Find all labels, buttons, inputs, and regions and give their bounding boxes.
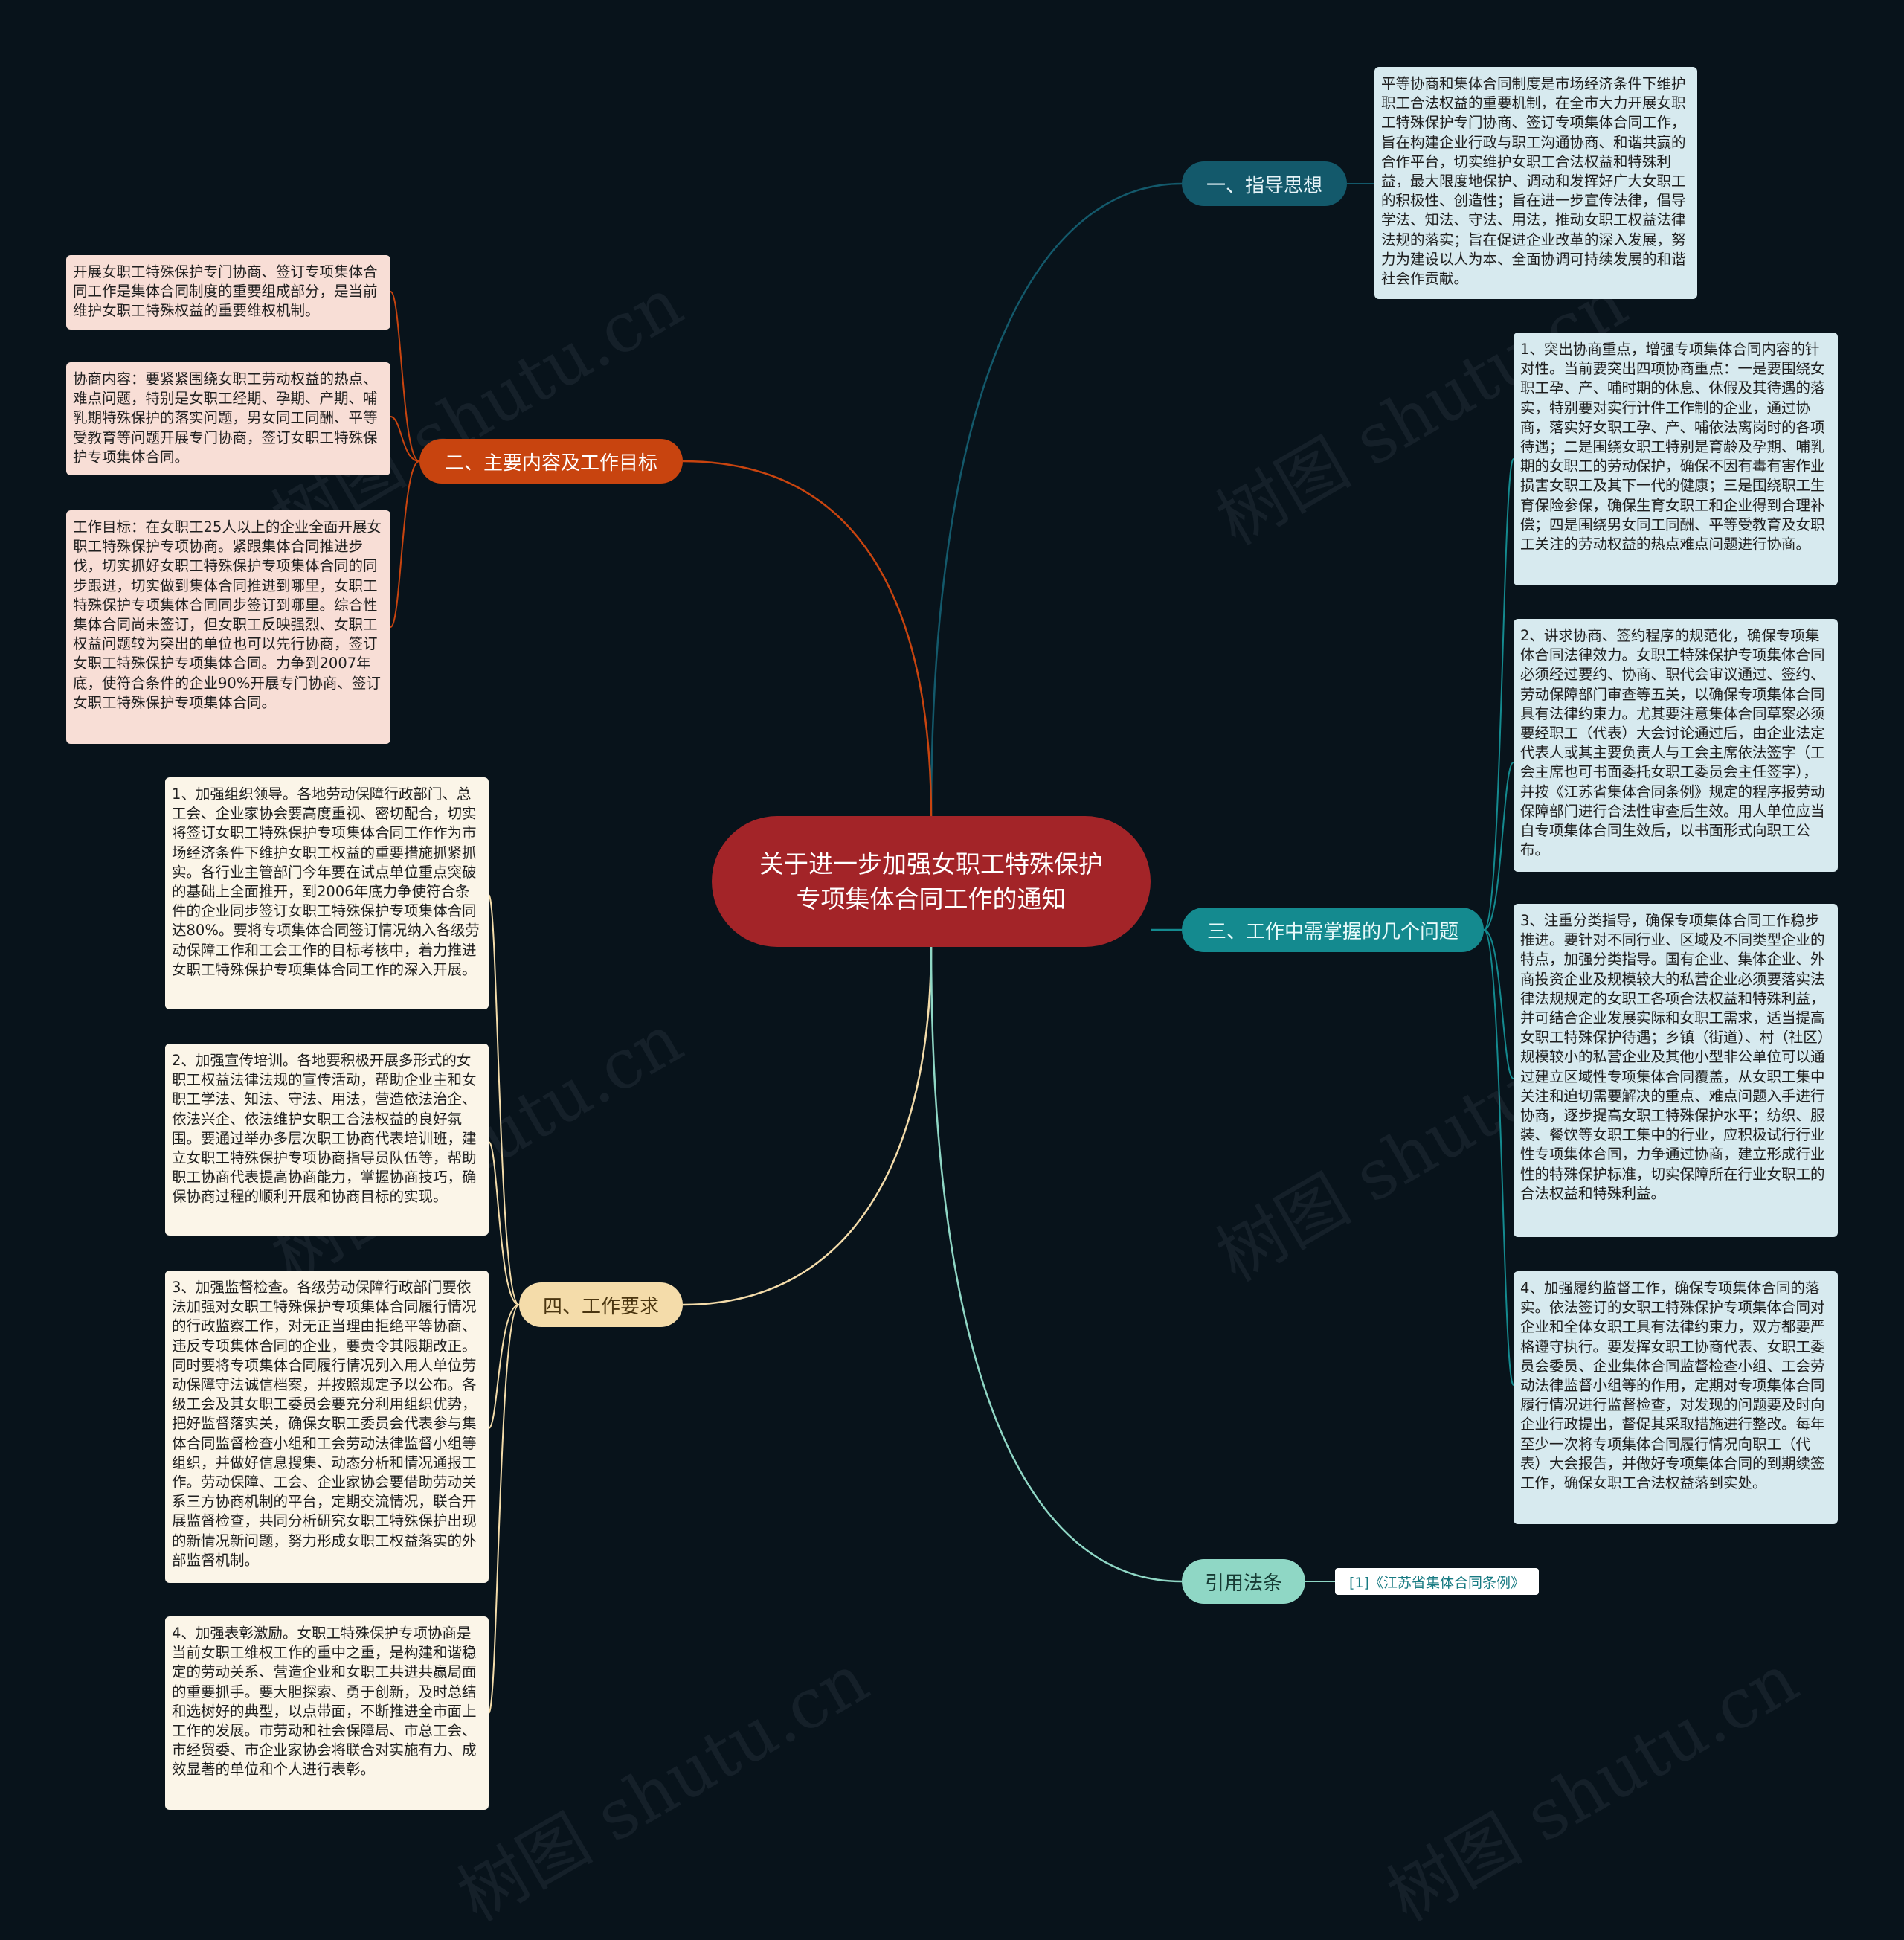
connector-requirements-leaf-3 xyxy=(488,1304,520,1429)
central-topic[interactable]: 关于进一步加强女职工特殊保护专项集体合同工作的通知 xyxy=(712,816,1151,947)
branch-label: 二、主要内容及工作目标 xyxy=(444,452,657,475)
branch-cited-regulations[interactable]: 引用法条 xyxy=(1182,1559,1305,1604)
connector-content-leaf-3 xyxy=(390,460,420,628)
connector-issues-leaf-2 xyxy=(1483,762,1514,931)
branch-label: 四、工作要求 xyxy=(542,1295,659,1318)
leaf-content-2: 协商内容：要紧紧围绕女职工劳动权益的热点、难点问题，特别是女职工经期、孕期、产期… xyxy=(66,362,390,475)
central-topic-title: 关于进一步加强女职工特殊保护专项集体合同工作的通知 xyxy=(759,849,1103,913)
reference-link[interactable]: [1]《江苏省集体合同条例》 xyxy=(1335,1568,1539,1595)
leaf-issue-2: 2、讲求协商、签约程序的规范化，确保专项集体合同法律效力。女职工特殊保护专项集体… xyxy=(1514,619,1838,872)
connector-requirements-leaf-4 xyxy=(488,1304,520,1714)
leaf-requirement-3: 3、加强监督检查。各级劳动保障行政部门要依法加强对女职工特殊保护专项集体合同履行… xyxy=(165,1271,489,1583)
branch-key-issues[interactable]: 三、工作中需掌握的几个问题 xyxy=(1182,908,1484,952)
connector-issues-leaf-1 xyxy=(1483,458,1514,931)
leaf-issue-3: 3、注重分类指导，确保专项集体合同工作稳步推进。要针对不同行业、区域及不同类型企… xyxy=(1514,904,1838,1237)
branch-label: 三、工作中需掌握的几个问题 xyxy=(1206,920,1458,943)
leaf-issue-4: 4、加强履约监督工作，确保专项集体合同的落实。依法签订的女职工特殊保护专项集体合… xyxy=(1514,1271,1838,1524)
connector-content-leaf-2 xyxy=(390,416,420,462)
leaf-requirement-1: 1、加强组织领导。各地劳动保障行政部门、总工会、企业家协会要高度重视、密切配合，… xyxy=(165,777,489,1009)
connector-requirements-leaf-1 xyxy=(488,894,520,1305)
reference-link-label: [1]《江苏省集体合同条例》 xyxy=(1349,1574,1525,1591)
connector-lines xyxy=(390,182,1514,1714)
connector-center-guide xyxy=(930,182,1183,819)
leaf-requirement-4: 4、加强表彰激励。女职工特殊保护专项协商是当前女职工维权工作的重中之重，是构建和… xyxy=(165,1616,489,1810)
connector-center-content xyxy=(682,460,933,819)
branch-content-and-goals[interactable]: 二、主要内容及工作目标 xyxy=(419,439,683,484)
branch-label: 一、指导思想 xyxy=(1206,174,1322,197)
branch-guiding-ideology[interactable]: 一、指导思想 xyxy=(1182,161,1347,206)
leaf-requirement-2: 2、加强宣传培训。各地要积极开展多形式的女职工权益法律法规的宣传活动，帮助企业主… xyxy=(165,1044,489,1236)
branch-work-requirements[interactable]: 四、工作要求 xyxy=(519,1282,683,1327)
connector-requirements-leaf-2 xyxy=(488,1141,520,1305)
leaf-content-3: 工作目标：在女职工25人以上的企业全面开展女职工特殊保护专项协商。紧跟集体合同推… xyxy=(66,510,390,744)
leaf-issue-1: 1、突出协商重点，增强专项集体合同内容的针对性。当前要突出四项协商重点：一是要围… xyxy=(1514,333,1838,585)
connector-center-requirements xyxy=(682,944,933,1306)
connector-issues-leaf-3 xyxy=(1483,929,1514,1079)
leaf-content-1: 开展女职工特殊保护专门协商、签订专项集体合同工作是集体合同制度的重要组成部分，是… xyxy=(66,255,390,330)
connector-issues-leaf-4 xyxy=(1483,929,1514,1386)
leaf-guide-text: 平等协商和集体合同制度是市场经济条件下维护职工合法权益的重要机制，在全市大力开展… xyxy=(1374,67,1697,299)
connector-content-leaf-1 xyxy=(390,291,420,462)
branch-label: 引用法条 xyxy=(1204,1572,1282,1595)
connector-center-reference xyxy=(930,944,1183,1583)
